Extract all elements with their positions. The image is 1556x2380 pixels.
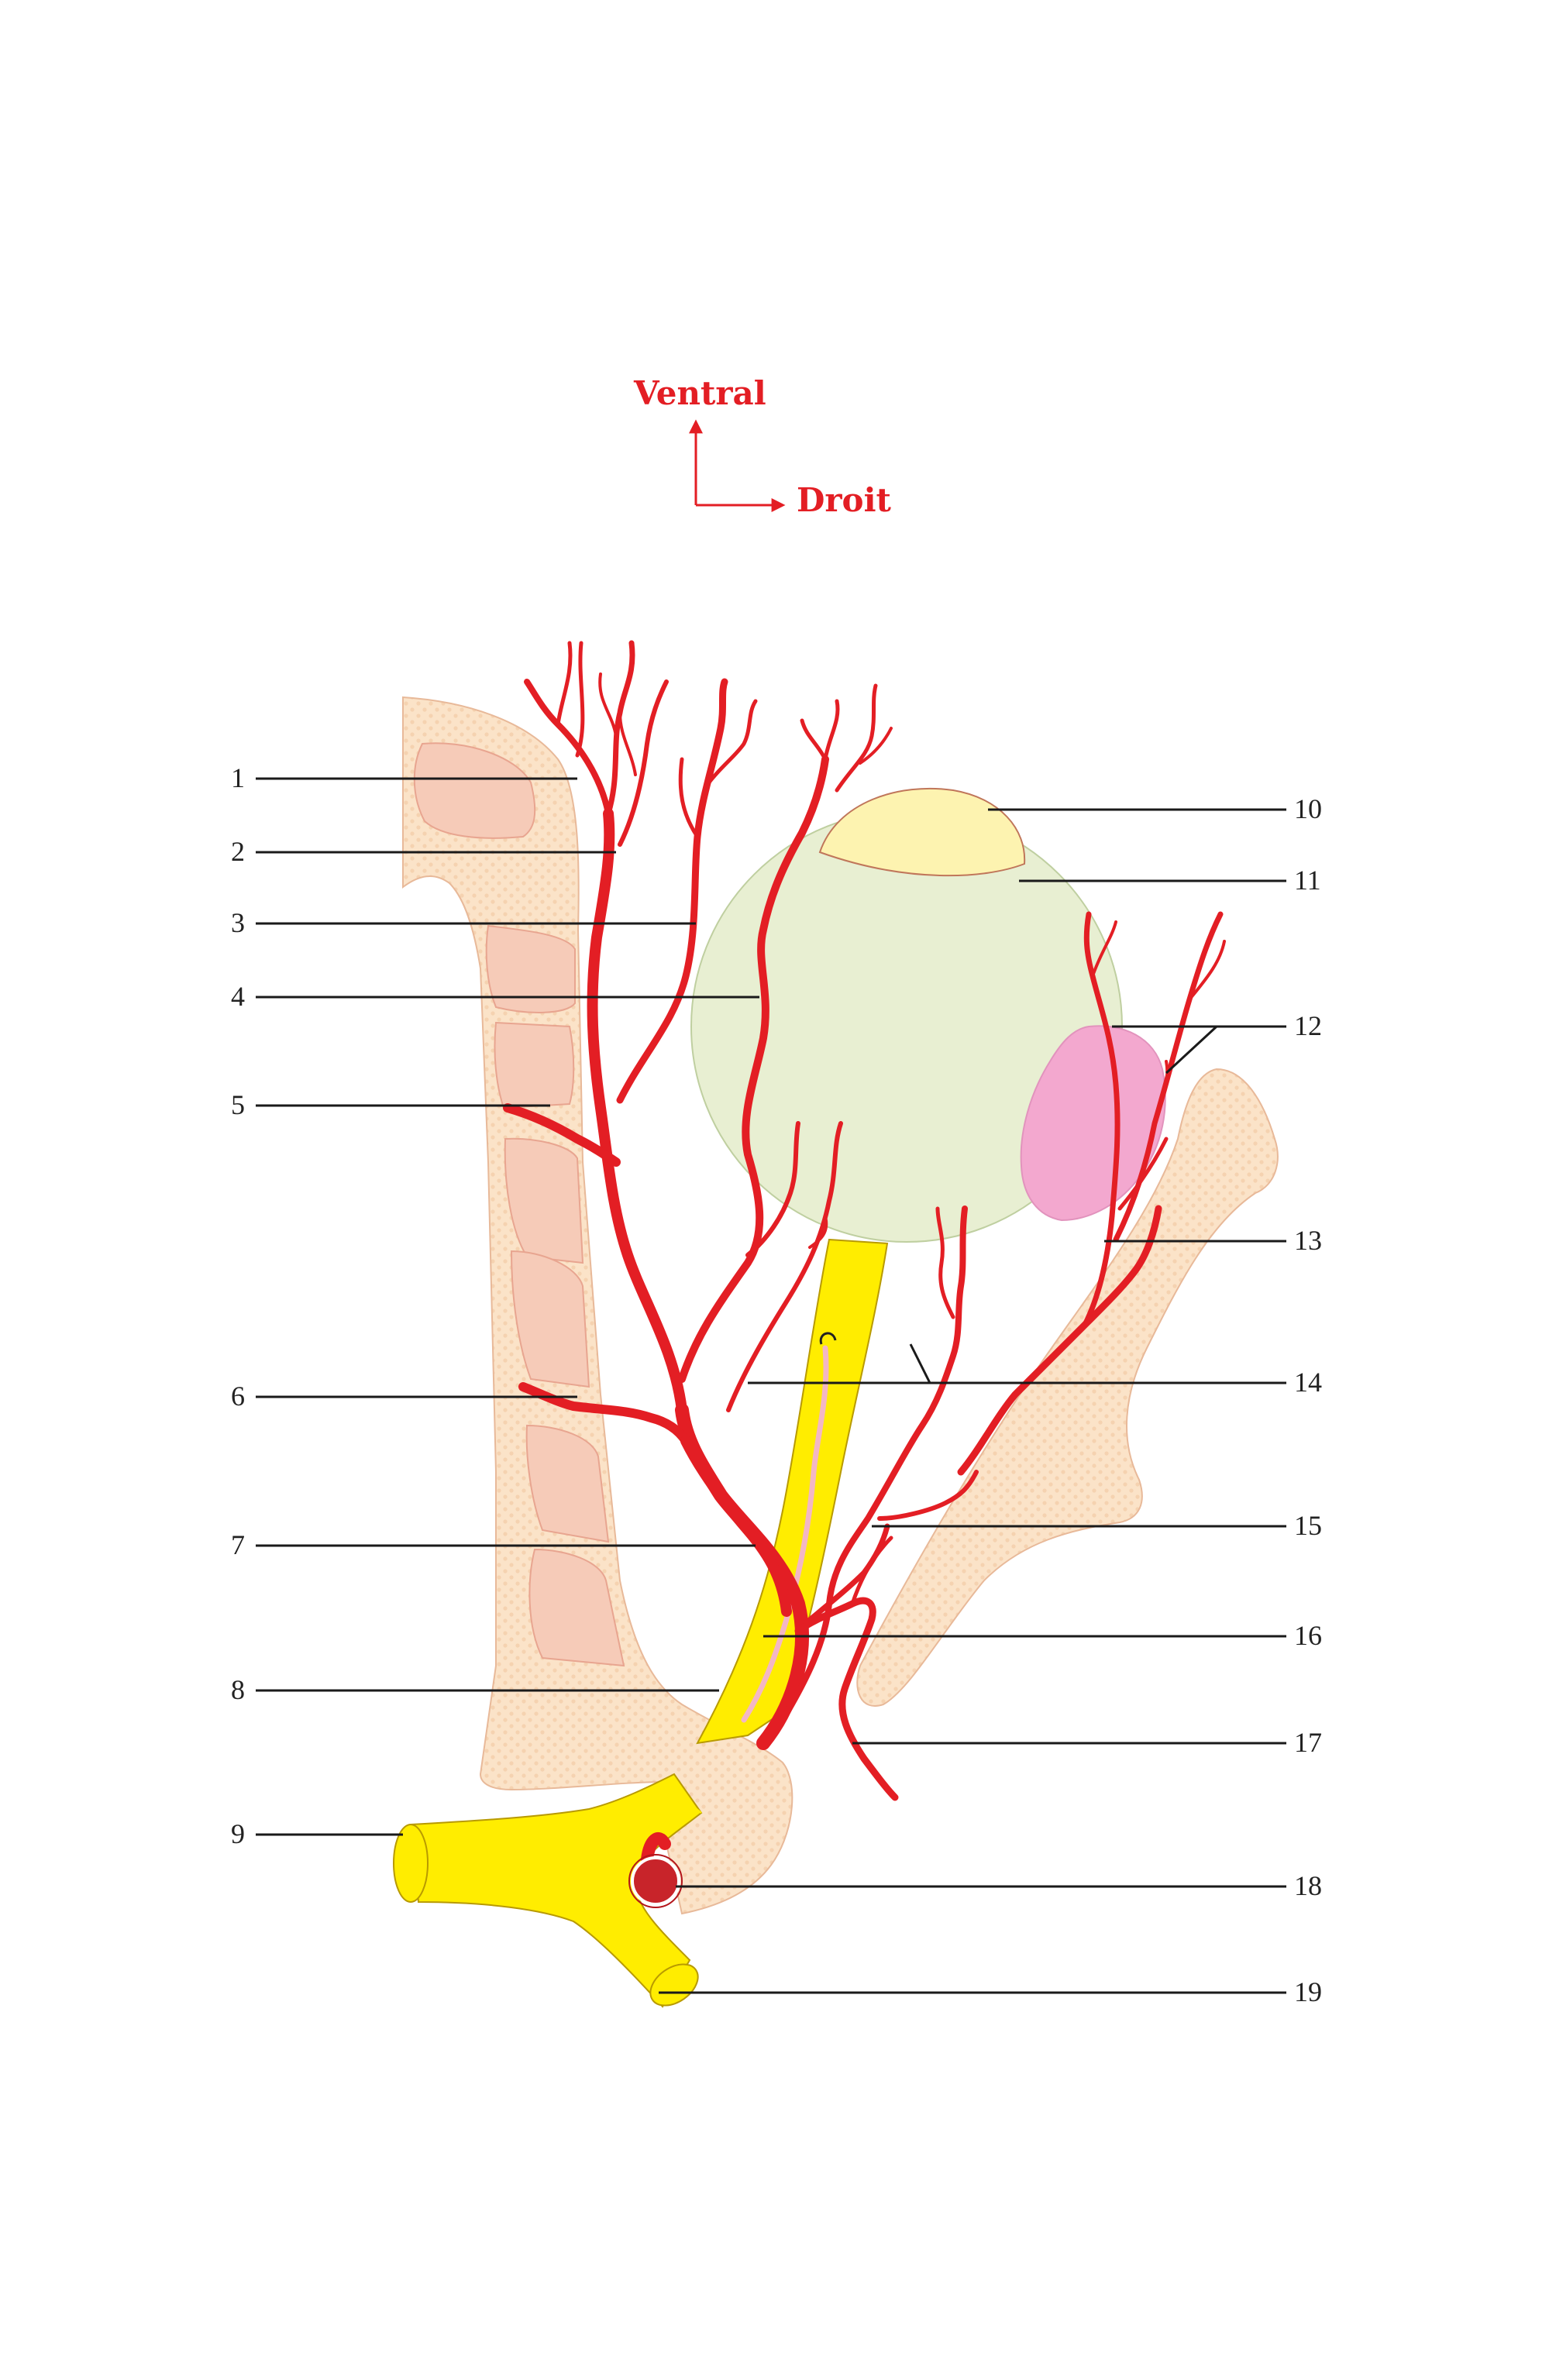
- artery-4-twig-b: [823, 699, 840, 762]
- label-3: 3: [231, 907, 245, 938]
- artery-cross-section: [628, 1832, 683, 1908]
- label-2: 2: [231, 836, 245, 867]
- leader-12: [1112, 1025, 1286, 1075]
- right-bone: [856, 1068, 1279, 1707]
- artery-section-rim: [628, 1854, 683, 1908]
- lacrimal-gland: [1020, 1025, 1166, 1222]
- optic-nerve-vessel: [741, 1345, 829, 1723]
- orientation-arrows: [694, 425, 783, 505]
- left-number-labels: 1 2 3 4 5 6 7 8 9: [231, 762, 245, 1849]
- label-18: 18: [1294, 1870, 1322, 1901]
- artery-6: [518, 1382, 690, 1446]
- arterial-tree: [503, 640, 1226, 1801]
- label-7: 7: [231, 1529, 245, 1560]
- artery-3: [616, 678, 728, 1104]
- optic-nerve-vessel-outline: [819, 1332, 837, 1345]
- vertebra-1: [413, 742, 536, 839]
- artery-4-twig-c: [835, 683, 878, 793]
- trunk-to-1: [587, 808, 687, 1415]
- artery-7: [680, 1436, 792, 1617]
- label-15: 15: [1294, 1510, 1322, 1541]
- artery-2b-twig: [618, 711, 637, 776]
- artery-17: [794, 1597, 899, 1801]
- artery-3-twig-a: [678, 757, 700, 839]
- label-12: 12: [1294, 1010, 1322, 1041]
- label-19: 19: [1294, 1976, 1322, 2007]
- bone-ramus: [856, 1068, 1279, 1707]
- optic-nerve: [696, 1238, 889, 1745]
- artery-4: [678, 755, 829, 1383]
- label-11: 11: [1294, 865, 1321, 896]
- label-17: 17: [1294, 1727, 1322, 1758]
- vertebra-6: [525, 1424, 610, 1543]
- label-10: 10: [1294, 793, 1322, 824]
- artery-14b: [877, 1470, 979, 1521]
- right-number-labels: 10 11 12 13 14 15 16 17 18 19: [1294, 793, 1322, 2007]
- artery-12b-twig-a: [1188, 940, 1226, 1001]
- droit-label: Droit: [797, 481, 892, 519]
- artery-12c: [1117, 1137, 1169, 1211]
- vertebra-7: [528, 1548, 625, 1667]
- branch-small-a: [850, 1536, 893, 1606]
- artery-12a-twig: [1091, 920, 1117, 978]
- ventral-label: Ventral: [633, 374, 766, 412]
- vertebra-5: [510, 1250, 590, 1388]
- artery-1-twig-a: [556, 641, 573, 727]
- label-14: 14: [1294, 1367, 1322, 1398]
- artery-12a: [1082, 911, 1121, 1328]
- eye-branch-c: [808, 1215, 828, 1249]
- nerve-trunk-cut-left: [393, 1824, 429, 1903]
- leader-14: [748, 1343, 1286, 1384]
- artery-stump: [641, 1832, 671, 1866]
- nerve-trunk-upper-branch: [666, 1781, 702, 1814]
- eye-branch-b: [726, 1121, 843, 1412]
- label-9: 9: [231, 1818, 245, 1849]
- vertebra-3: [494, 1021, 575, 1109]
- label-6: 6: [231, 1381, 245, 1412]
- label-1: 1: [231, 762, 245, 793]
- label-lines: [256, 777, 1286, 1994]
- artery-5: [503, 1103, 621, 1167]
- artery-4-twig-a: [800, 718, 828, 762]
- label-13: 13: [1294, 1225, 1322, 1256]
- orientation-indicator: Ventral Droit: [633, 374, 892, 519]
- label-16: 16: [1294, 1620, 1322, 1651]
- artery-12b-twig-b: [1153, 1060, 1169, 1125]
- artery-3-twig-b: [707, 699, 758, 785]
- artery-14: [780, 1205, 968, 1723]
- artery-13: [957, 1205, 1162, 1476]
- eye-branch-a: [745, 1121, 800, 1257]
- nerve-trunk-cut-bottom: [649, 1963, 699, 2007]
- artery-1: [524, 679, 611, 817]
- label-5: 5: [231, 1089, 245, 1120]
- optic-nerve-body: [696, 1238, 889, 1745]
- left-bone: [402, 696, 793, 1915]
- lens: [818, 787, 1026, 877]
- artery-section: [631, 1856, 680, 1906]
- vertebra-2: [485, 924, 576, 1013]
- artery-14-twig: [935, 1206, 955, 1319]
- label-4: 4: [231, 981, 245, 1012]
- artery-2b: [618, 679, 669, 847]
- label-8: 8: [231, 1674, 245, 1705]
- artery-2-twig: [598, 672, 618, 738]
- artery-4-twig-d: [859, 727, 893, 765]
- artery-1-twig-b: [575, 641, 585, 758]
- nerve-trunk: [393, 1773, 703, 2008]
